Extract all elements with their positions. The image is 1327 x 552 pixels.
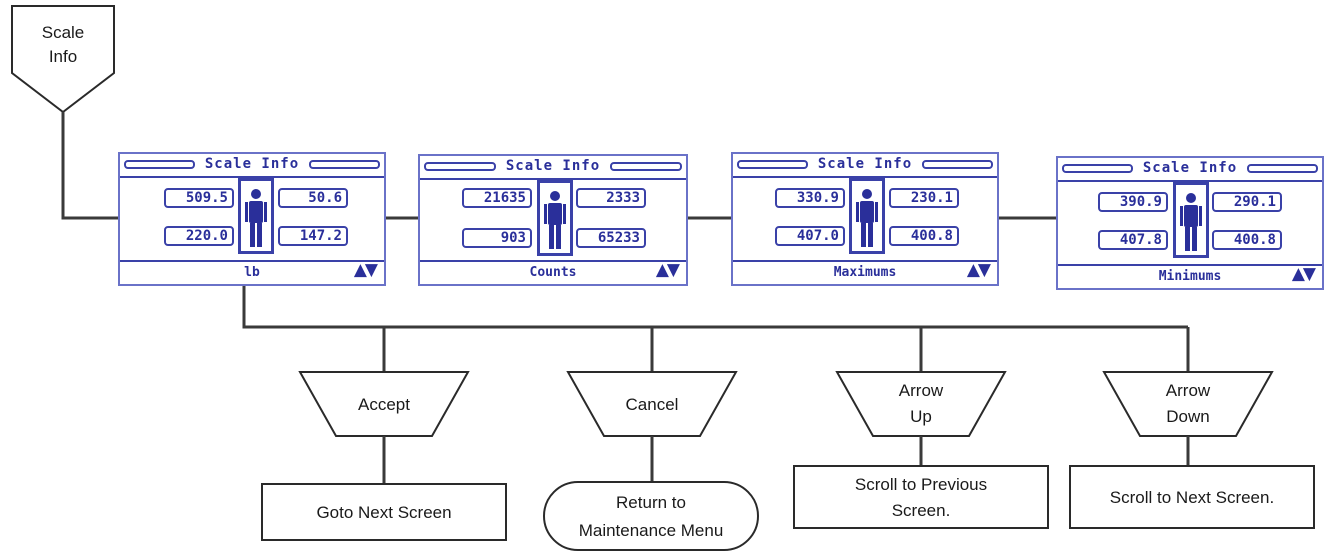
lcd-screen-minimums: Scale Info 390.9 290.1 407.8 400.8 Minim… xyxy=(1056,156,1324,290)
key-accept-label: Accept xyxy=(358,395,410,414)
lcd-footer: Minimums xyxy=(1158,268,1222,284)
key-arrow-up xyxy=(835,371,1007,437)
lcd-divider xyxy=(420,178,686,180)
value-bottom-right: 147.2 xyxy=(278,226,348,246)
lcd-title: Scale Info xyxy=(733,154,997,174)
key-cancel xyxy=(566,371,738,437)
person-figure xyxy=(245,189,267,247)
start-node xyxy=(11,5,115,114)
action-scroll-previous-line2: Screen. xyxy=(892,501,951,520)
value-top-left: 330.9 xyxy=(775,188,845,208)
lcd-title-text: Scale Info xyxy=(505,158,601,174)
person-figure xyxy=(544,191,566,249)
person-icon xyxy=(849,178,885,254)
start-label-line1: Scale xyxy=(42,23,85,42)
action-goto-next-screen xyxy=(261,483,507,541)
value-bottom-left: 903 xyxy=(462,228,532,248)
person-icon xyxy=(238,178,274,254)
key-cancel-label: Cancel xyxy=(626,395,679,414)
value-top-left: 21635 xyxy=(462,188,532,208)
lcd-title-text: Scale Info xyxy=(1142,160,1238,176)
connector-start xyxy=(61,112,118,220)
lcd-title: Scale Info xyxy=(120,154,384,174)
value-bottom-left: 220.0 xyxy=(164,226,234,246)
value-top-right: 2333 xyxy=(576,188,646,208)
up-down-arrows-icon: ▲▼ xyxy=(1291,264,1316,284)
action-scroll-next xyxy=(1069,465,1315,529)
start-label-line2: Info xyxy=(49,47,77,66)
value-bottom-left: 407.8 xyxy=(1098,230,1168,250)
value-bottom-left: 407.0 xyxy=(775,226,845,246)
value-top-right: 290.1 xyxy=(1212,192,1282,212)
action-scroll-previous xyxy=(793,465,1049,529)
action-scroll-next-label: Scroll to Next Screen. xyxy=(1110,488,1274,507)
value-bottom-right: 400.8 xyxy=(889,226,959,246)
lcd-divider xyxy=(1058,264,1322,266)
lcd-title-text: Scale Info xyxy=(204,156,300,172)
up-down-arrows-icon: ▲▼ xyxy=(353,260,378,280)
value-top-left: 509.5 xyxy=(164,188,234,208)
lcd-footer: Counts xyxy=(529,264,577,280)
action-return-line2: Maintenance Menu xyxy=(579,521,724,540)
lcd-title: Scale Info xyxy=(420,156,686,176)
key-accept xyxy=(298,371,470,437)
lcd-footer: lb xyxy=(244,264,260,280)
value-bottom-right: 400.8 xyxy=(1212,230,1282,250)
value-top-right: 50.6 xyxy=(278,188,348,208)
lcd-divider xyxy=(733,176,997,178)
key-arrow-up-line1: Arrow xyxy=(899,381,944,400)
key-arrow-down-line1: Arrow xyxy=(1166,381,1211,400)
person-icon xyxy=(1173,182,1209,258)
action-goto-next-screen-label: Goto Next Screen xyxy=(316,503,451,522)
key-arrow-down xyxy=(1102,371,1274,437)
lcd-footer: Maximums xyxy=(833,264,897,280)
lcd-screen-maximums: Scale Info 330.9 230.1 407.0 400.8 Maxim… xyxy=(731,152,999,286)
person-figure xyxy=(1180,193,1202,251)
value-bottom-right: 65233 xyxy=(576,228,646,248)
action-scroll-previous-line1: Scroll to Previous xyxy=(855,475,987,494)
action-return-line1: Return to xyxy=(616,493,686,512)
key-arrow-up-line2: Up xyxy=(910,407,932,426)
lcd-divider xyxy=(120,176,384,178)
person-figure xyxy=(856,189,878,247)
lcd-screen-counts: Scale Info 21635 2333 903 65233 Counts ▲… xyxy=(418,154,688,286)
lcd-title-text: Scale Info xyxy=(817,156,913,172)
value-top-left: 390.9 xyxy=(1098,192,1168,212)
up-down-arrows-icon: ▲▼ xyxy=(966,260,991,280)
lcd-divider xyxy=(733,260,997,262)
action-return-to-menu xyxy=(543,481,759,551)
connector-key-bus xyxy=(242,286,1188,329)
person-icon xyxy=(537,180,573,256)
up-down-arrows-icon: ▲▼ xyxy=(655,260,680,280)
lcd-screen-weight: Scale Info 509.5 50.6 220.0 147.2 lb ▲▼ xyxy=(118,152,386,286)
key-arrow-down-line2: Down xyxy=(1166,407,1209,426)
value-top-right: 230.1 xyxy=(889,188,959,208)
lcd-divider xyxy=(120,260,384,262)
lcd-divider xyxy=(420,260,686,262)
lcd-title: Scale Info xyxy=(1058,158,1322,178)
lcd-divider xyxy=(1058,180,1322,182)
